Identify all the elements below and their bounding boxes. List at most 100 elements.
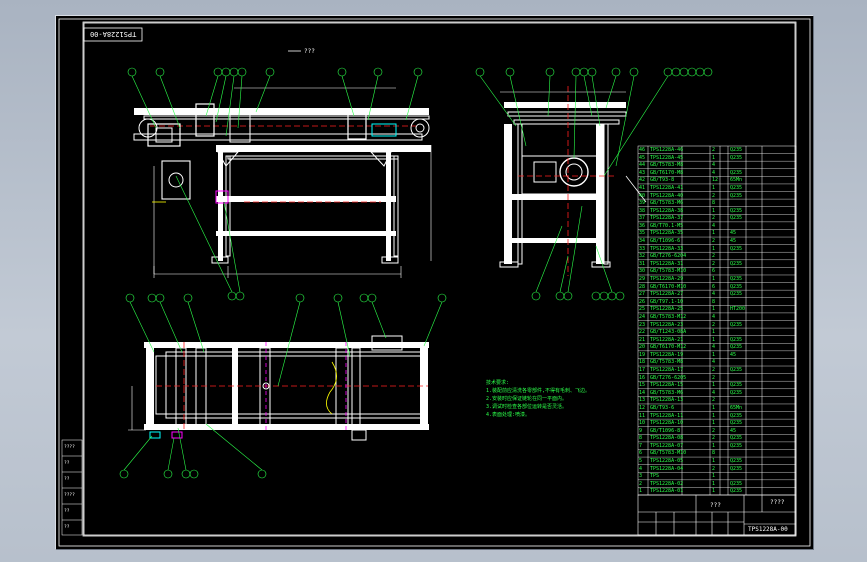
bom-cell-no: 23: [639, 321, 646, 328]
bom-cell-code: GB/T6170-M10: [650, 283, 687, 290]
bom-cell-code: GB/T5783-M8: [650, 162, 684, 169]
bom-cell-no: 11: [639, 412, 646, 419]
bom-cell-material: Q235: [730, 154, 743, 161]
bom-cell-qty: 2: [712, 397, 716, 404]
bom-cell-qty: 8: [712, 298, 716, 305]
bom-cell-code: TPS1228A-46: [650, 147, 684, 153]
bom-cell-qty: 1: [712, 245, 716, 252]
bom-cell-qty: 1: [712, 404, 716, 411]
drawing-code-box: TPS1228A-00: [90, 30, 137, 38]
bom-cell-qty: 1: [712, 480, 716, 487]
bom-cell-material: Q235: [730, 336, 743, 343]
bom-cell-no: 26: [639, 298, 646, 305]
bom-cell-code: TPS1228A-33: [650, 245, 684, 252]
bom-cell-code: GB/T5783-M6: [650, 200, 684, 207]
bom-cell-no: 39: [639, 200, 646, 207]
bom-cell-qty: 1: [712, 207, 716, 214]
bom-cell-no: 41: [639, 184, 646, 191]
bom-cell-code: GB/T276-6205: [650, 374, 687, 381]
top-view: [128, 335, 429, 441]
bom-cell-no: 46: [639, 147, 646, 153]
bom-cell-code: TPS1228A-10: [650, 420, 684, 427]
bom-cell-code: GB/T5783-M12: [650, 313, 687, 320]
bom-cell-no: 35: [639, 230, 646, 237]
bom-cell-material: 45: [730, 230, 737, 237]
side-label: ????: [64, 493, 75, 498]
bom-cell-qty: 6: [712, 268, 716, 275]
bom-cell-material: Q235: [730, 389, 743, 396]
bom-cell-code: GB/T5783-M10: [650, 268, 687, 275]
bom-cell-code: TPS1228A-21: [650, 336, 684, 343]
bom-cell-material: Q235: [730, 147, 743, 153]
bom-cell-code: GB/T5783-M6: [650, 389, 684, 396]
bom-cell-no: 19: [639, 351, 646, 358]
bom-cell-qty: 1: [712, 382, 716, 389]
bom-cell-code: TPS1228A-17: [650, 367, 684, 374]
bom-cell-code: TPS1228A-41: [650, 184, 684, 191]
bom-cell-material: Q235: [730, 420, 743, 427]
bom-cell-no: 45: [639, 154, 646, 161]
bom-cell-code: GB/T5783-M10: [650, 450, 687, 457]
bom-cell-code: TPS1228A-15: [650, 382, 684, 389]
bom-cell-qty: 1: [712, 488, 716, 495]
bom-cell-code: TPS1228A-40: [650, 192, 684, 199]
bom-cell-no: 44: [639, 162, 646, 169]
bom-cell-qty: 1: [712, 329, 716, 336]
note-line: 2.安装时应保证链轮在同一平面内。: [486, 396, 568, 402]
bom-cell-no: 10: [639, 420, 646, 427]
bom-cell-no: 36: [639, 222, 646, 229]
bom-cell-qty: 1: [712, 412, 716, 419]
bom-cell-qty: 4: [712, 222, 716, 229]
bom-rows: [638, 153, 796, 488]
bom-cell-material: Q235: [730, 367, 743, 374]
bom-cell-code: GB/T1243-08A: [650, 329, 687, 336]
bom-cell-qty: 1: [712, 184, 716, 191]
bom-cell-material: Q235: [730, 215, 743, 222]
bom-cell-no: 28: [639, 283, 646, 290]
bom-cell-qty: 1: [712, 154, 716, 161]
bom-cell-code: TPS1228A-31: [650, 260, 684, 267]
bom-cell-no: 43: [639, 169, 646, 176]
bom-cell-code: TPS1228A-27: [650, 291, 684, 298]
bom-cell-no: 14: [639, 389, 646, 396]
front-view: [133, 87, 432, 278]
bom-cell-qty: 1: [712, 442, 716, 449]
bom-cell-code: TPS1228A-05: [650, 458, 684, 465]
bom-cell-code: TPS1228A-11: [650, 412, 684, 419]
bom-cell-qty: 2: [712, 147, 716, 153]
bom-cell-qty: 2: [712, 435, 716, 442]
bom-cell-material: Q235: [730, 245, 743, 252]
side-label: ??: [64, 477, 70, 482]
technical-notes: 技术要求: 1.装配前应清洗各零部件,不得有毛刺、飞边。 2.安装时应保证链轮在…: [486, 379, 590, 419]
bom-cell-no: 4: [639, 465, 643, 472]
side-label: ????: [64, 445, 75, 450]
bom-cell-no: 27: [639, 291, 646, 298]
bom-cell-material: Q235: [730, 344, 743, 351]
bom-cell-qty: 1: [712, 458, 716, 465]
bom-cell-code: TPS1228A-19: [650, 351, 684, 358]
bom-cell-material: Q235: [730, 435, 743, 442]
bom-cell-code: TPS1228A-35: [650, 230, 684, 237]
bom-cell-qty: 2: [712, 260, 716, 267]
bom-cell-no: 32: [639, 253, 646, 260]
bom-cell-no: 13: [639, 397, 646, 404]
bom-cell-no: 16: [639, 374, 646, 381]
notes-title: 技术要求:: [486, 380, 510, 386]
bom-cell-no: 33: [639, 245, 646, 252]
bom-cell-qty: 2: [712, 253, 716, 260]
bom-cell-code: TPS1228A-45: [650, 154, 684, 161]
title-block-name: ???: [710, 502, 721, 509]
bom-cell-no: 8: [639, 435, 643, 442]
bom-cell-no: 21: [639, 336, 646, 343]
bom-cell-code: GB/T93-8: [650, 177, 675, 184]
bom-cell-no: 20: [639, 344, 646, 351]
bom-cell-material: Q235: [730, 184, 743, 191]
bom-cell-qty: 2: [712, 192, 716, 199]
bom-cell-qty: 8: [712, 450, 716, 457]
bom-cell-no: 30: [639, 268, 646, 275]
bom-cell-material: HT200: [730, 306, 746, 313]
cad-drawing: [58, 18, 811, 547]
bom-cell-code: GB/T70.1-M5: [650, 222, 684, 229]
bom-cell-qty: 1: [712, 306, 716, 313]
bom-cell-code: TPS1228A-23: [650, 321, 684, 328]
